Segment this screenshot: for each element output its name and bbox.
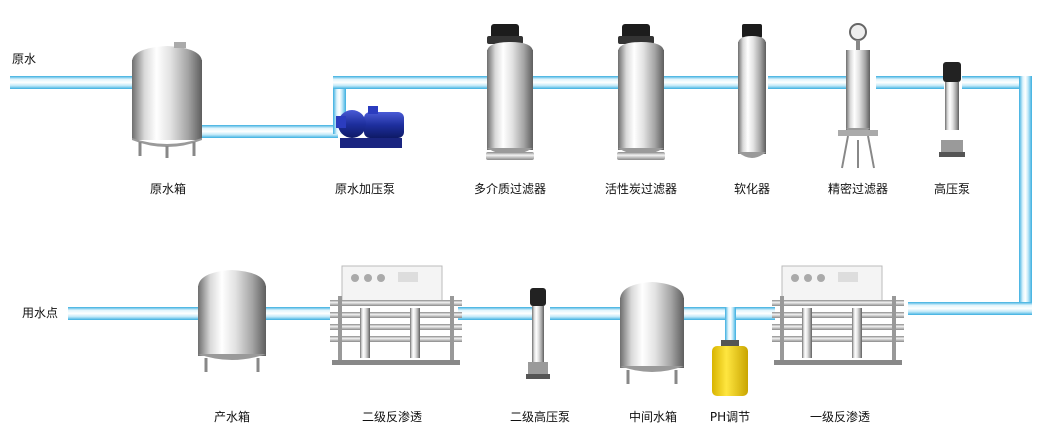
pipe-pump2-to-ro2 xyxy=(458,307,538,320)
ro-stage1 xyxy=(772,265,904,365)
precision-filter xyxy=(838,23,878,169)
label-precision-filter: 精密过滤器 xyxy=(827,182,889,196)
ph-dosing-tank xyxy=(712,340,748,396)
inlet-label: 原水 xyxy=(12,52,37,66)
pipe-network xyxy=(10,76,1032,347)
pipe-ro2-to-product xyxy=(265,307,330,320)
label-ph-adjust: PH调节 xyxy=(709,410,751,424)
label-intermediate-tank: 中间水箱 xyxy=(628,410,678,424)
high-pressure-pump xyxy=(939,62,965,157)
pipe-softener-to-precision xyxy=(768,76,846,89)
intermediate-tank xyxy=(620,282,684,384)
pipe-intermediate-to-pump2 xyxy=(550,307,622,320)
label-softener: 软化器 xyxy=(733,182,771,196)
label-carbon-filter: 活性炭过滤器 xyxy=(604,182,678,196)
label-ro-stage2: 二级反渗透 xyxy=(361,410,423,424)
label-multimedia-filter: 多介质过滤器 xyxy=(473,182,547,196)
stage2-pump xyxy=(526,288,550,379)
pipe-riser-to-ro1 xyxy=(908,302,1032,315)
pipe-inlet xyxy=(10,76,135,89)
label-raw-water-tank: 原水箱 xyxy=(149,182,187,196)
pipe-ph-dosing xyxy=(725,307,736,347)
label-product-tank: 产水箱 xyxy=(213,410,251,424)
pipe-precision-to-hp-pump xyxy=(876,76,944,89)
pipe-tank-to-pump xyxy=(200,125,338,138)
raw-water-tank xyxy=(132,42,202,158)
carbon-filter xyxy=(617,24,665,160)
ro-stage2 xyxy=(330,265,462,365)
pipe-product-to-outlet xyxy=(68,307,200,320)
pipe-multimedia-to-carbon xyxy=(525,76,620,89)
label-stage2-pump: 二级高压泵 xyxy=(509,410,571,424)
label-raw-water-pump: 原水加压泵 xyxy=(334,182,396,196)
product-water-tank xyxy=(198,270,266,372)
label-high-pressure-pump: 高压泵 xyxy=(933,182,971,196)
pipe-down-riser xyxy=(1019,76,1032,314)
pipe-carbon-to-softener xyxy=(655,76,740,89)
pipe-pump-to-multimedia xyxy=(333,76,493,89)
label-ro-stage1: 一级反渗透 xyxy=(809,410,871,424)
softener xyxy=(738,24,766,158)
outlet-label: 用水点 xyxy=(22,306,59,320)
raw-water-pump xyxy=(336,106,404,148)
pipe-hp-pump-to-riser xyxy=(962,76,1032,89)
multimedia-filter xyxy=(486,24,534,160)
